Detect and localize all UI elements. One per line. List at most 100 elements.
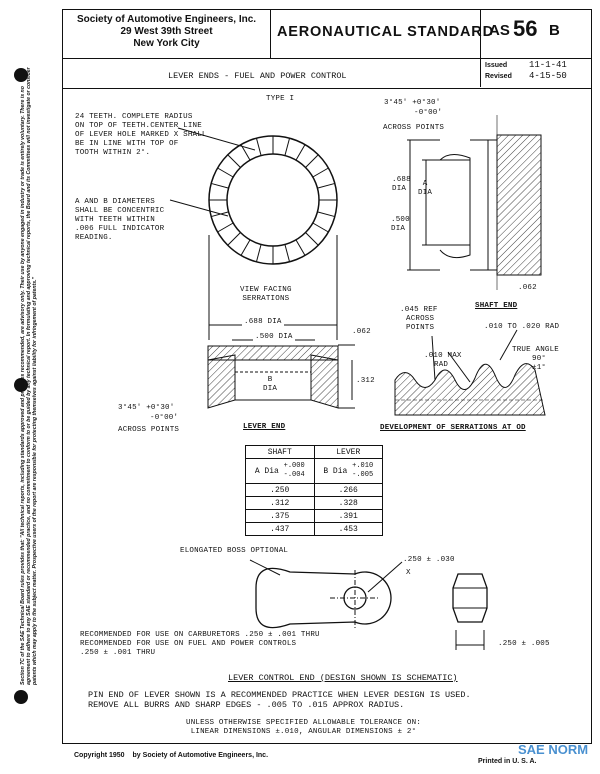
recommend-line: .250 ± .001 THRU <box>80 649 156 657</box>
shaft-tol-minus: -.004 <box>283 471 305 479</box>
lever-end-label: LEVER END <box>243 423 286 431</box>
dim-b-dia: B DIA <box>263 376 277 394</box>
dim-062-right: .062 <box>518 284 537 292</box>
chamfer-top: 3°45' +0°30' <box>384 99 440 108</box>
std-number-box: AS 56 B <box>480 10 592 58</box>
shaft-value: .437 <box>245 522 315 536</box>
true-angle-tol: ±1° <box>532 364 547 372</box>
org-street: 29 West 39th Street <box>120 26 213 37</box>
pin-end-line: REMOVE ALL BURRS AND SHARP EDGES - .005 … <box>88 700 405 710</box>
chamfer-bottom-angle: 3°45' <box>118 404 142 412</box>
dim-a-label: A <box>422 180 428 188</box>
tolerance-note: UNLESS OTHERWISE SPECIFIED ALLOWABLE TOL… <box>186 719 421 737</box>
table-subheader-row: A Dia +.000 -.004 B Dia +.010 -.005 <box>245 458 383 484</box>
dim-010-max-value: .010 MAX <box>424 352 462 360</box>
true-angle-value: 90° <box>532 355 547 363</box>
table-row: .437.453 <box>245 522 383 536</box>
copyright-holder: by Society of Automotive Engineers, Inc. <box>132 752 269 759</box>
lever-value: .328 <box>313 496 383 510</box>
shaft-header: SHAFT <box>245 445 315 459</box>
binder-hole-top <box>14 68 28 82</box>
note-teeth: 24 TEETH. COMPLETE RADIUS ON TOP OF TEET… <box>75 113 207 158</box>
type-label: TYPE I <box>266 95 295 103</box>
dim-a-dia: A DIA <box>418 180 432 198</box>
dim-b-label: B <box>267 376 273 384</box>
dim-312: .312 <box>356 377 375 385</box>
lever-tol-plus: +.010 <box>352 462 374 470</box>
dim-a-unit: DIA <box>418 189 433 197</box>
drawing-frame <box>62 89 592 744</box>
view-facing-line: VIEW FACING <box>240 286 292 294</box>
lever-tol-minus: -.005 <box>352 471 374 479</box>
shaft-tol-plus: +.000 <box>283 462 305 470</box>
true-angle: TRUE ANGLE 90° ±1° <box>512 346 559 373</box>
dim-500-value: .500 <box>391 216 410 224</box>
binder-hole-middle <box>14 378 28 392</box>
note-concentric-line: SHALL BE CONCENTRIC <box>75 207 165 215</box>
dim-010-max-unit: RAD <box>434 361 449 369</box>
recommend-line: RECOMMENDED FOR USE ON FUEL AND POWER CO… <box>80 640 297 648</box>
dim-062-lever: .062 <box>352 328 371 336</box>
binder-hole-bottom <box>14 690 28 704</box>
view-facing-label: VIEW FACING SERRATIONS <box>240 286 292 304</box>
elongated-boss-label: ELONGATED BOSS OPTIONAL <box>180 547 289 555</box>
shaft-subheader: A Dia +.000 -.004 <box>245 458 315 484</box>
note-teeth-line: BE IN LINE WITH TOP OF <box>75 140 179 148</box>
dim-010-020: .010 TO .020 RAD <box>484 323 560 331</box>
chamfer-top-tol-minus: -0°00' <box>414 109 443 117</box>
dim-688-dia-h: .688 DIA <box>242 318 284 327</box>
across-points-bottom: ACROSS POINTS <box>118 426 180 434</box>
std-prefix: AS <box>489 22 510 39</box>
note-teeth-line: TOOTH WITHIN 2°. <box>75 149 151 157</box>
dim-250-005: .250 ± .005 <box>498 640 550 648</box>
title-block: Society of Automotive Engineers, Inc. 29… <box>62 9 592 89</box>
note-concentric-line: READING. <box>75 234 113 242</box>
table-row: .375.391 <box>245 509 383 523</box>
chamfer-bottom-tol-minus: -0°00' <box>150 414 179 422</box>
development-label: DEVELOPMENT OF SERRATIONS AT OD <box>380 424 526 432</box>
note-concentric-line: .006 FULL INDICATOR <box>75 225 165 233</box>
dim-500-unit: DIA <box>391 225 406 233</box>
lever-control-end-title: LEVER CONTROL END (DESIGN SHOWN IS SCHEM… <box>228 673 458 683</box>
tolerance-line: UNLESS OTHERWISE SPECIFIED ALLOWABLE TOL… <box>186 719 422 727</box>
dim-010-max: .010 MAX RAD <box>424 352 462 370</box>
note-teeth-line: 24 TEETH. COMPLETE RADIUS <box>75 113 193 121</box>
lever-value: .266 <box>313 483 383 497</box>
shaft-end-label: SHAFT END <box>475 302 518 310</box>
shaft-value: .250 <box>245 483 315 497</box>
dim-688-value: .688 <box>392 176 411 184</box>
shaft-dia-label: A Dia <box>254 467 279 477</box>
standard-type: AERONAUTICAL STANDARD <box>277 24 494 40</box>
pin-end-note: PIN END OF LEVER SHOWN IS A RECOMMENDED … <box>88 690 471 710</box>
table-row: .312.328 <box>245 496 383 510</box>
lever-value: .391 <box>313 509 383 523</box>
dates-box: Issued 11-1-41 Revised 4-15-50 <box>480 58 592 87</box>
lever-dia-label: B Dia <box>323 467 348 477</box>
std-revision: B <box>549 22 560 39</box>
dim-688-dia: .688 DIA <box>392 176 411 194</box>
sae-norm-watermark: SAE NORM <box>518 742 589 757</box>
across-points-top: ACROSS POINTS <box>383 124 445 132</box>
table-header-row: SHAFT LEVER <box>245 445 383 459</box>
chamfer-top-tol-plus: +0°30' <box>412 99 441 107</box>
tolerance-line: LINEAR DIMENSIONS ±.010, ANGULAR DIMENSI… <box>190 728 417 736</box>
document-title: LEVER ENDS - FUEL AND POWER CONTROL <box>168 71 347 81</box>
shaft-value: .312 <box>245 496 315 510</box>
dim-500-dia: .500 DIA <box>391 216 410 234</box>
table-row: .250.266 <box>245 483 383 497</box>
serration-teeth <box>209 136 337 264</box>
chamfer-bottom-tol-plus: +0°30' <box>146 404 175 412</box>
org-name: Society of Automotive Engineers, Inc. <box>76 14 257 25</box>
note-concentric: A AND B DIAMETERS SHALL BE CONCENTRIC WI… <box>75 198 164 243</box>
dim-045-ref: .045 REF ACROSS POINTS <box>400 306 438 333</box>
note-teeth-line: ON TOP OF TEETH.CENTER LINE <box>75 122 202 130</box>
view-facing-line: SERRATIONS <box>242 295 290 303</box>
lever-subheader: B Dia +.010 -.005 <box>313 458 383 484</box>
shaft-value: .375 <box>245 509 315 523</box>
revised-label: Revised <box>485 73 512 80</box>
dim-250-030: .250 ± .030 <box>403 556 455 564</box>
dim-045-line: ACROSS <box>406 315 435 323</box>
lever-header: LEVER <box>313 445 383 459</box>
issued-date: 11-1-41 <box>529 60 567 70</box>
